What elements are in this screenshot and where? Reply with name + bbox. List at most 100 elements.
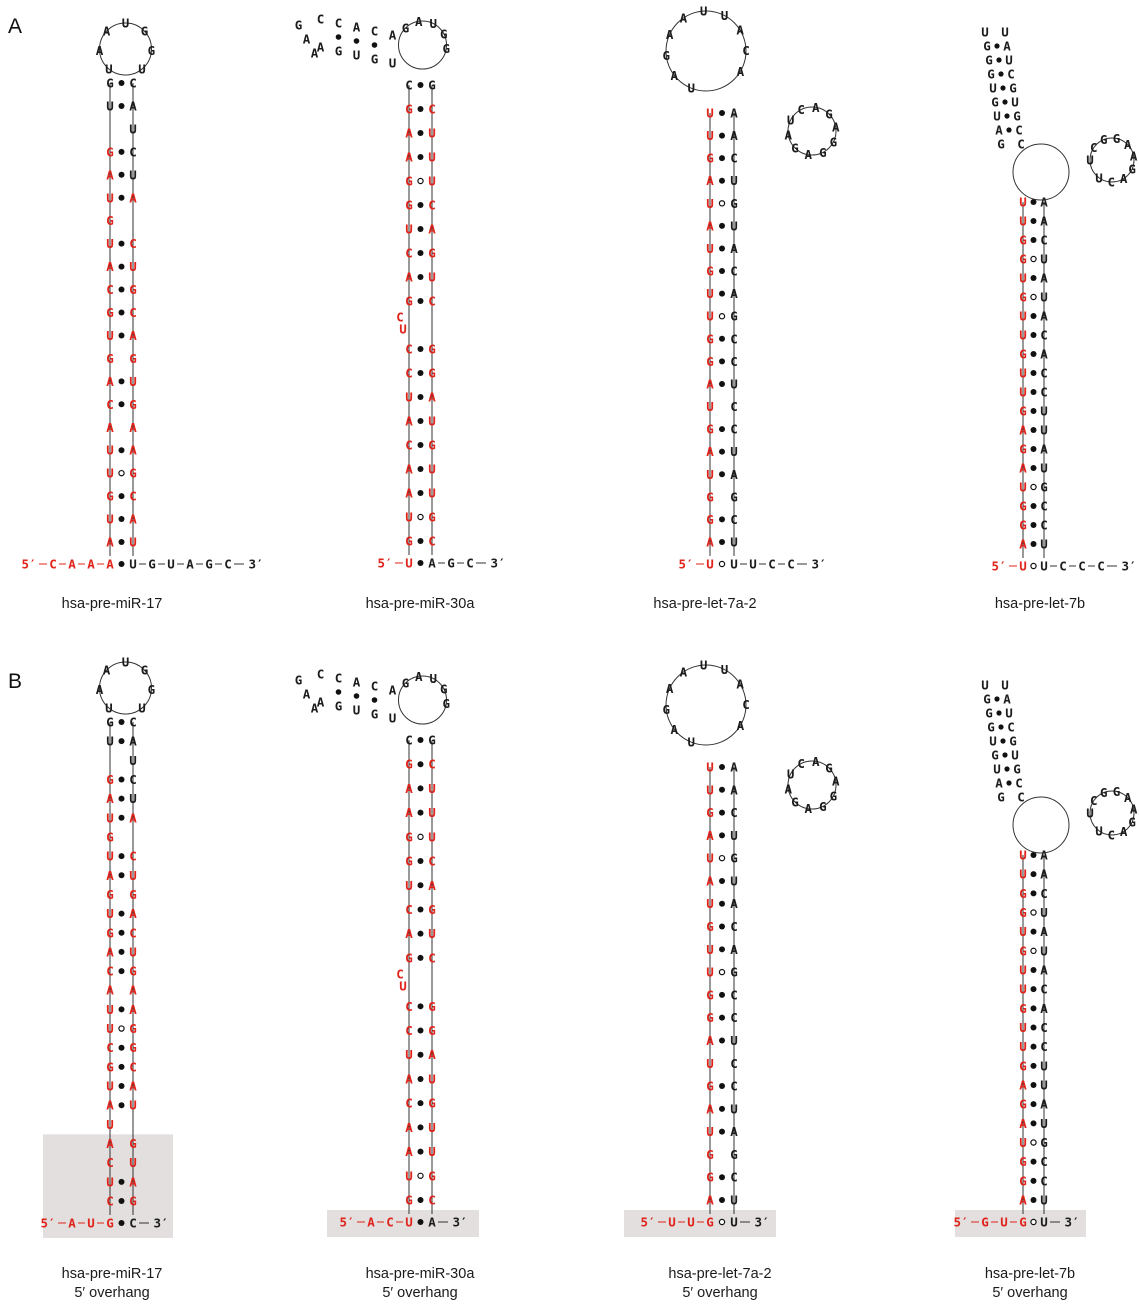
base-pair-dot <box>417 737 424 743</box>
stem-nucleotide-3p: A <box>1040 963 1048 978</box>
stem-nucleotide-3p: G <box>428 438 436 453</box>
base-pair-dot <box>719 1197 725 1203</box>
five-prime-label: 5′ <box>678 557 693 572</box>
base-pair-dot <box>335 34 342 40</box>
stem-nucleotide-5p: U <box>706 1124 714 1139</box>
stem-nucleotide-5p: A <box>106 535 114 550</box>
stem-nucleotide-5p: G <box>706 805 714 820</box>
stem-nucleotide-5p: G <box>706 1079 714 1094</box>
side-loop-nucleotide: C <box>1090 140 1098 155</box>
stem-nucleotide-5p: A <box>1019 461 1027 476</box>
stem-nucleotide-5p: U <box>106 1002 114 1017</box>
bottom-nucleotide-5p: U <box>87 1216 95 1231</box>
bottom-nucleotide-3p: U <box>129 557 137 572</box>
stem-nucleotide-3p: A <box>129 1174 137 1189</box>
stem-nucleotide-3p: A <box>1040 214 1048 229</box>
base-pair-dot <box>719 290 725 297</box>
upper-helix-nucleotide: A <box>1003 39 1011 54</box>
stem-nucleotide-5p: G <box>405 829 413 844</box>
arm-nucleotide: G <box>371 52 379 67</box>
upper-helix-nucleotide: U <box>1001 678 1009 693</box>
stem-nucleotide-3p: G <box>129 397 137 412</box>
upper-helix-nucleotide: G <box>983 39 991 54</box>
stem-nucleotide-5p: U <box>106 98 114 113</box>
base-pair-dot <box>118 1006 125 1013</box>
wobble-pair-circle <box>718 854 726 862</box>
stem-nucleotide-3p: A <box>730 241 738 256</box>
upper-helix-nucleotide: U <box>1011 748 1019 763</box>
base-pair-dot <box>719 1037 725 1044</box>
upper-helix-nucleotide: G <box>997 137 1005 152</box>
stem-nucleotide-5p: G <box>106 829 114 844</box>
stem-nucleotide-3p: A <box>129 734 137 749</box>
base-pair-dot <box>118 102 125 109</box>
arm-nucleotide: G <box>335 44 343 59</box>
stem-nucleotide-3p: C <box>730 512 738 527</box>
stem-nucleotide-5p: A <box>706 218 714 233</box>
base-pair-dot <box>417 785 424 792</box>
upper-helix-nucleotide: G <box>987 67 995 82</box>
stem-nucleotide-5p: U <box>1019 480 1027 495</box>
arm-tip-nucleotide: A <box>311 46 319 61</box>
stem-nucleotide-5p: U <box>106 236 114 251</box>
stem-nucleotide-5p: U <box>1019 848 1027 863</box>
stem-nucleotide-3p: C <box>730 805 738 820</box>
stem-nucleotide-5p: U <box>1019 982 1027 997</box>
stem-nucleotide-5p: G <box>1019 499 1027 514</box>
stem-nucleotide-3p: U <box>730 444 738 459</box>
bottom-nucleotide-3p: C <box>466 556 474 571</box>
base-pair-dot <box>1030 408 1037 414</box>
side-loop-nucleotide: A <box>812 754 820 769</box>
stem-nucleotide-5p: U <box>106 1079 114 1094</box>
base-pair-dot <box>719 177 725 184</box>
stem-nucleotide-3p: U <box>129 374 137 389</box>
stem-nucleotide-3p: U <box>428 781 436 796</box>
stem-nucleotide-5p: A <box>1019 1193 1027 1208</box>
stem-nucleotide-3p: A <box>1040 1097 1048 1112</box>
stem-nucleotide-3p: A <box>1040 271 1048 286</box>
loop-nucleotide: C <box>742 697 750 712</box>
side-loop-nucleotide: G <box>825 107 833 122</box>
stem-nucleotide-5p: U <box>706 309 714 324</box>
structure-caption: hsa-pre-miR-30a <box>366 1266 476 1282</box>
stem-nucleotide-5p: A <box>706 1033 714 1048</box>
stem-nucleotide-3p: U <box>1040 537 1048 552</box>
overhang-highlight <box>624 1210 776 1237</box>
stem-nucleotide-5p: G <box>706 919 714 934</box>
loop-nucleotide: G <box>402 21 410 36</box>
stem-nucleotide-5p: U <box>1019 214 1027 229</box>
stem-nucleotide-3p: U <box>1040 1078 1048 1093</box>
structure-caption: hsa-pre-miR-17 <box>62 596 163 612</box>
junction-backbone <box>1012 143 1070 201</box>
stem-nucleotide-3p: C <box>1040 366 1048 381</box>
stem-nucleotide-3p: G <box>730 196 738 211</box>
stem-nucleotide-3p: U <box>428 174 436 189</box>
three-prime-label: 3′ <box>452 1215 467 1230</box>
stem-nucleotide-3p: U <box>428 829 436 844</box>
upper-helix-nucleotide: C <box>1007 67 1015 82</box>
loop-nucleotide: G <box>662 702 670 717</box>
stem-nucleotide-3p: U <box>129 535 137 550</box>
bulge-nucleotide: U <box>399 979 407 994</box>
stem-nucleotide-3p: A <box>730 128 738 143</box>
three-prime-label: 3′ <box>754 1215 769 1230</box>
wobble-pair-circle <box>718 200 726 207</box>
loop-nucleotide: U <box>138 701 146 716</box>
loop-nucleotide: A <box>670 722 678 737</box>
stem-nucleotide-5p: U <box>405 1168 413 1183</box>
base-pair-dot <box>417 1197 424 1203</box>
stem-nucleotide-5p: C <box>405 342 413 357</box>
stem-nucleotide-5p: A <box>1019 423 1027 438</box>
base-pair-dot <box>417 298 424 304</box>
base-pair-dot <box>371 42 378 48</box>
base-pair-dot <box>118 332 125 339</box>
side-loop-nucleotide: G <box>830 134 838 149</box>
stem-nucleotide-5p: C <box>405 902 413 917</box>
stem-nucleotide-5p: A <box>405 150 413 165</box>
stem-nucleotide-5p: U <box>706 399 714 414</box>
stem-nucleotide-5p: G <box>106 715 114 730</box>
base-pair-dot <box>118 194 125 201</box>
base-pair-dot <box>1030 351 1037 357</box>
